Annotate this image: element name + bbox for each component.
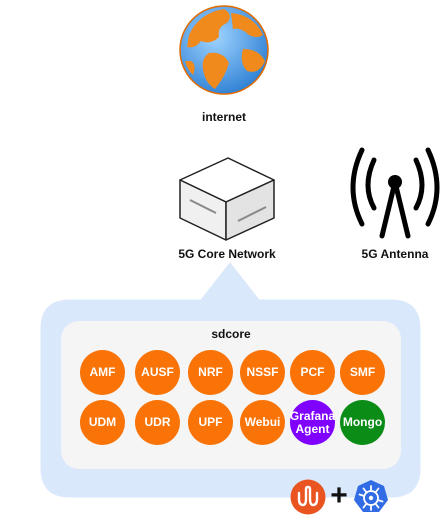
udr-node: UDR	[135, 400, 180, 445]
nrf-node: NRF	[188, 350, 233, 395]
sdcore-title: sdcore	[211, 327, 251, 341]
antenna-icon	[350, 147, 440, 239]
mongo-node: Mongo	[340, 400, 385, 445]
webui-node: Webui	[240, 400, 285, 445]
udm-node: UDM	[80, 400, 125, 445]
ausf-node: AUSF	[135, 350, 180, 395]
core-network-label: 5G Core Network	[178, 247, 276, 261]
sdcore-box	[61, 321, 401, 469]
juju-icon	[290, 479, 326, 515]
amf-node: AMF	[80, 350, 125, 395]
internet-label: internet	[201, 110, 246, 124]
pcf-node: PCF	[290, 350, 335, 395]
globe-icon	[179, 5, 269, 95]
grafana-agent-node: Grafana Agent	[290, 400, 335, 445]
server-icon	[179, 157, 275, 241]
antenna-label: 5G Antenna	[361, 247, 429, 261]
upf-node: UPF	[188, 400, 233, 445]
nssf-node: NSSF	[240, 350, 285, 395]
smf-node: SMF	[340, 350, 385, 395]
kubernetes-icon	[354, 480, 388, 512]
plus-sign: +	[330, 479, 348, 512]
